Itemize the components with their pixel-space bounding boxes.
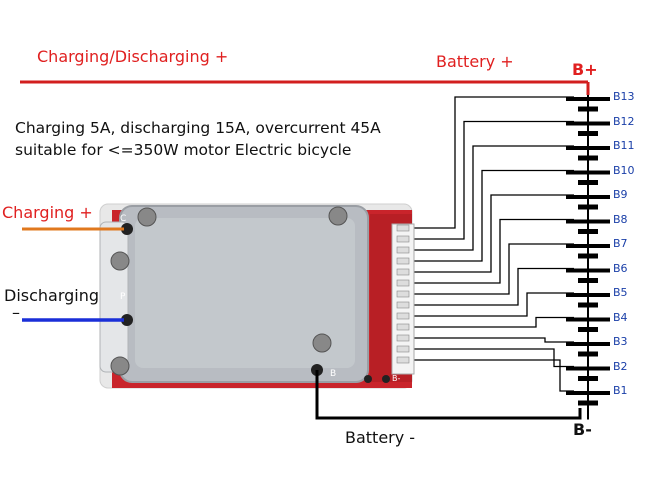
balance-wire [414, 120, 574, 240]
balance-wire [414, 359, 574, 392]
connector-pin [396, 246, 410, 254]
cell-label: B13 [613, 90, 635, 103]
connector-pin [396, 345, 410, 353]
connector-pin [396, 312, 410, 320]
balance-wire [414, 267, 574, 306]
b-pad-mark: B [330, 369, 337, 379]
cell-label: B1 [613, 384, 628, 397]
charging-plus-label: Charging + [2, 203, 93, 222]
balance-wire [414, 316, 574, 328]
balance-wire [414, 337, 574, 343]
spec-line-1: Charging 5A, discharging 15A, overcurren… [15, 119, 381, 137]
c-pad-mark: C [120, 214, 127, 224]
cell-label: B8 [613, 212, 628, 226]
connector-pin [396, 268, 410, 276]
p-pad [121, 314, 133, 326]
balance-wire [414, 292, 574, 317]
spec-line-2: suitable for <=350W motor Electric bicyc… [15, 141, 352, 159]
discharging-label: Discharging [4, 286, 100, 305]
cell-label: B5 [613, 286, 628, 299]
connector-pin [396, 323, 410, 331]
cell-label: B10 [613, 163, 635, 177]
negative-wire [315, 370, 582, 420]
connector-pin [396, 334, 410, 342]
cell-label: B3 [613, 335, 628, 348]
cell-label: B9 [613, 188, 628, 201]
discharging-minus-label: – [12, 303, 20, 322]
connector-pin [396, 301, 410, 309]
connector-pin [396, 356, 410, 364]
cell-label: B11 [613, 139, 635, 152]
connector-pin [396, 235, 410, 243]
bms-board [99, 203, 415, 389]
b-minus-pad-mark: B- [392, 374, 401, 383]
balance-wire [414, 169, 574, 262]
battery-minus-label: Battery - [345, 428, 416, 447]
balance-wire [414, 194, 574, 273]
b-plus-label: B+ [572, 60, 598, 79]
balance-wire [414, 348, 574, 368]
charging-discharging-plus-label: Charging/Discharging + [37, 47, 229, 66]
connector-pin [396, 224, 410, 232]
cell-label: B6 [613, 261, 628, 275]
battery-plus-label: Battery + [436, 52, 514, 71]
cell-label: B2 [613, 359, 628, 373]
c-pad [121, 223, 133, 235]
battery-cell-stack [566, 95, 610, 420]
cell-label: B12 [613, 114, 635, 128]
balance-wires [414, 96, 574, 392]
cell-label: B7 [613, 237, 628, 250]
cell-label: B4 [613, 310, 628, 324]
balance-wire [414, 96, 574, 229]
balance-wire [414, 218, 574, 284]
b-minus-label: B- [573, 420, 592, 439]
balance-wire [414, 243, 574, 295]
connector-pin [396, 257, 410, 265]
connector-pin [396, 290, 410, 298]
connector-pin [396, 279, 410, 287]
p-pad-mark: P [120, 292, 126, 302]
balance-wire [414, 145, 574, 251]
